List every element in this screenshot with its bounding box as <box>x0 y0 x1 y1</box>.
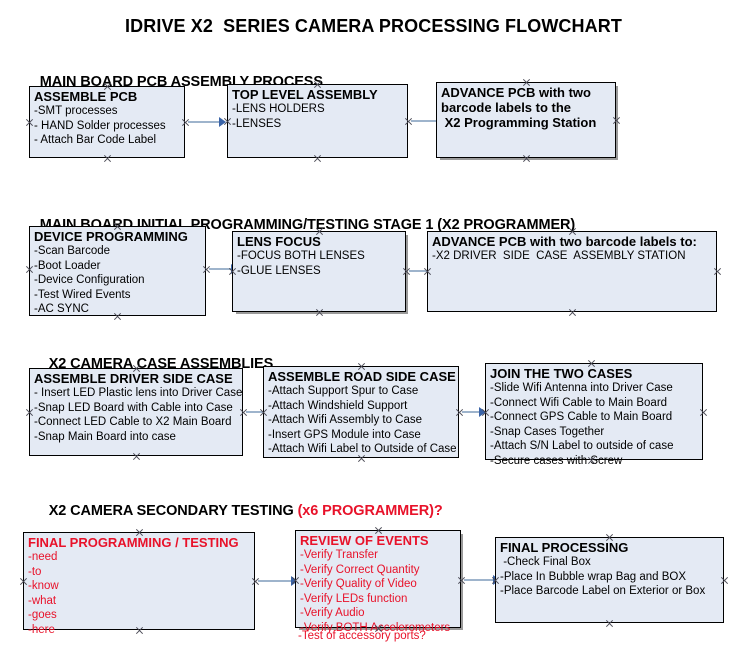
node-line: -LENS HOLDERS <box>232 103 325 115</box>
node-line: -here <box>28 623 55 636</box>
node-line: -Snap Main Board into case <box>34 430 176 443</box>
node-line: -AC SYNC <box>34 303 89 315</box>
node-line: -GLUE LENSES <box>237 264 321 277</box>
node-title: TOP LEVEL ASSEMBLY <box>232 87 378 102</box>
node-title: REVIEW OF EVENTS <box>300 533 429 548</box>
node-line: -Device Configuration <box>34 274 145 286</box>
node-device-programming[interactable]: DEVICE PROGRAMMING -Scan Barcode -Boot L… <box>29 226 206 316</box>
section-title-text: X2 CAMERA SECONDARY TESTING <box>48 503 298 519</box>
node-line: -Attach Wifi Assembly to Case <box>268 414 423 426</box>
node-title: ASSEMBLE DRIVER SIDE CASE <box>34 371 233 386</box>
node-line: -Check Final Box <box>500 556 591 568</box>
node-line: -Verify Correct Quantity <box>300 563 420 576</box>
arrow-final-programming-to-review-of-events <box>258 576 298 586</box>
node-title: ADVANCE PCB with two barcode labels to: <box>432 234 697 249</box>
node-line: -to <box>28 565 42 578</box>
node-lens-focus[interactable]: LENS FOCUS -FOCUS BOTH LENSES -GLUE LENS… <box>232 231 406 312</box>
node-line: -Snap LED Board with Cable into Case <box>34 401 233 414</box>
node-line: -Attach Wifi Label to Outside of Case <box>268 443 457 455</box>
node-advance-pcb-programming-station[interactable]: ADVANCE PCB with two barcode labels to t… <box>436 82 616 158</box>
node-final-programming-testing[interactable]: FINAL PROGRAMMING / TESTING -need -to -k… <box>23 532 255 636</box>
node-final-processing[interactable]: FINAL PROCESSING -Check Final Box -Place… <box>495 537 724 623</box>
node-join-the-two-cases[interactable]: JOIN THE TWO CASES -Slide Wifi Antenna i… <box>485 363 703 467</box>
node-line: -Place Barcode Label on Exterior or Box <box>500 585 706 597</box>
node-review-of-events[interactable]: REVIEW OF EVENTS -Verify Transfer -Verif… <box>295 530 461 634</box>
node-line: -Connect LED Cable to X2 Main Board <box>34 416 232 428</box>
node-line: -what <box>28 594 57 607</box>
node-title-cont: barcode labels to the <box>441 100 572 115</box>
page-title: IDRIVE X2 SERIES CAMERA PROCESSING FLOWC… <box>125 16 622 36</box>
node-title: ASSEMBLE PCB <box>34 89 138 104</box>
node-line: -Verify Audio <box>300 607 365 619</box>
node-assemble-driver-side-case[interactable]: ASSEMBLE DRIVER SIDE CASE - Insert LED P… <box>29 368 243 456</box>
node-line: -FOCUS BOTH LENSES <box>237 250 365 262</box>
node-line: -Verify BOTH Accelerometers <box>300 621 451 634</box>
node-line: -goes <box>28 609 57 621</box>
node-title: ADVANCE PCB with two <box>441 85 591 100</box>
node-line: -Slide Wifi Antenna into Driver Case <box>490 382 673 394</box>
node-top-level-assembly[interactable]: TOP LEVEL ASSEMBLY -LENS HOLDERS -LENSES <box>227 84 408 158</box>
node-line: -Test Wired Events <box>34 288 131 301</box>
node-line: - HAND Solder processes <box>34 119 166 132</box>
arrow-assemble-pcb-to-top-level-assembly <box>188 117 226 127</box>
node-line: -Insert GPS Module into Case <box>268 428 421 441</box>
node-line: -LENSES <box>232 117 282 130</box>
node-line: -Verify Transfer <box>300 549 378 561</box>
node-line: -Scan Barcode <box>34 245 111 257</box>
node-title: FINAL PROGRAMMING / TESTING <box>28 535 239 550</box>
node-title: DEVICE PROGRAMMING <box>34 229 188 244</box>
node-line: -Attach S/N Label to outside of case <box>490 440 674 452</box>
node-line: -Verify Quality of Video <box>300 578 417 590</box>
node-overflow-line-review-of-events: -Test of accessory ports? <box>298 630 426 642</box>
node-line: - Insert LED Plastic lens into Driver Ca… <box>34 387 243 399</box>
arrow-road-side-to-join-cases <box>462 407 486 417</box>
node-title: JOIN THE TWO CASES <box>490 366 633 381</box>
node-line: -need <box>28 551 58 563</box>
node-title-cont: X2 Programming Station <box>441 115 597 130</box>
node-line: -Boot Loader <box>34 259 101 272</box>
node-title: ASSEMBLE ROAD SIDE CASE <box>268 369 456 384</box>
node-line: -X2 DRIVER SIDE CASE ASSEMBLY STATION <box>432 250 686 262</box>
node-line: -SMT processes <box>34 105 118 117</box>
node-line: -Attach Windshield Support <box>268 399 408 412</box>
node-line: -know <box>28 580 59 592</box>
node-line: -Attach Support Spur to Case <box>268 385 419 397</box>
section-title-x2-camera-secondary-testing: X2 CAMERA SECONDARY TESTING (x6 PROGRAMM… <box>33 487 443 535</box>
node-line: -Secure cases with Screw <box>490 454 623 467</box>
node-assemble-road-side-case[interactable]: ASSEMBLE ROAD SIDE CASE -Attach Support … <box>263 366 459 458</box>
node-line: -Connect GPS Cable to Main Board <box>490 411 673 423</box>
node-line: -Snap Cases Together <box>490 425 605 438</box>
node-title: FINAL PROCESSING <box>500 540 629 555</box>
node-line: -Connect Wifi Cable to Main Board <box>490 396 668 409</box>
node-line: -Verify LEDs function <box>300 592 408 605</box>
node-title: LENS FOCUS <box>237 234 321 249</box>
node-advance-pcb-driver-side-case[interactable]: ADVANCE PCB with two barcode labels to: … <box>427 231 717 312</box>
node-line: - Attach Bar Code Label <box>34 134 157 146</box>
node-line: -Place In Bubble wrap Bag and BOX <box>500 570 687 583</box>
node-assemble-pcb[interactable]: ASSEMBLE PCB -SMT processes - HAND Solde… <box>29 86 185 158</box>
section-title-accent: (x6 PROGRAMMER)? <box>297 503 443 519</box>
